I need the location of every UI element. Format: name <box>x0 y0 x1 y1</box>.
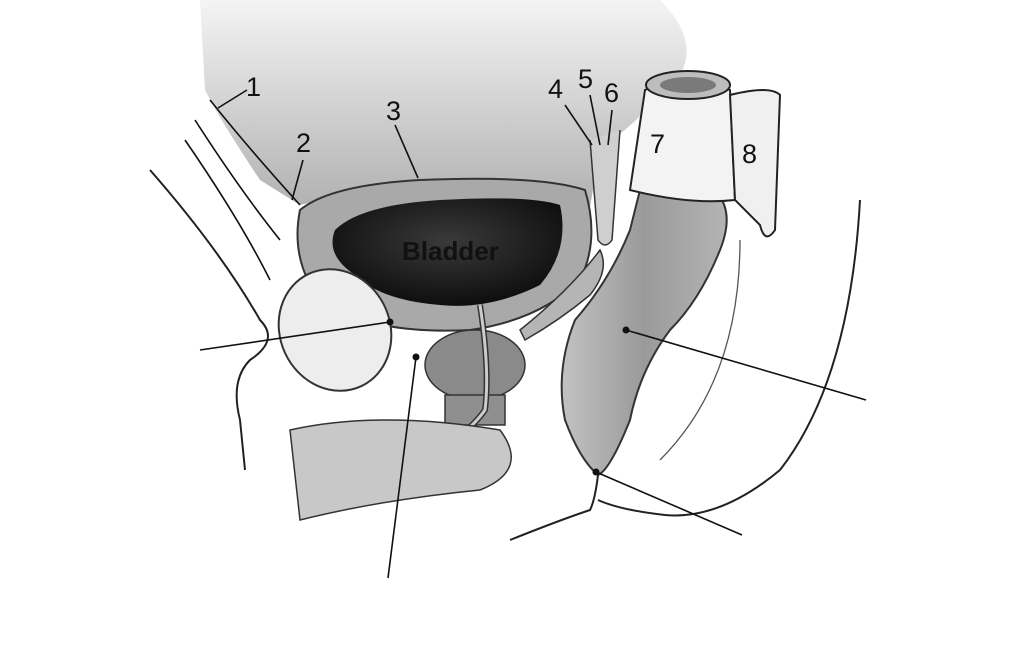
label-8: 8 <box>742 139 757 169</box>
mesentery-8 <box>728 89 782 238</box>
abdominal-wall <box>149 169 269 471</box>
label-7: 7 <box>650 129 665 159</box>
label-2: 2 <box>296 128 311 158</box>
abdominal-cavity <box>200 0 687 235</box>
label-3: 3 <box>386 96 401 126</box>
label-4: 4 <box>548 74 563 104</box>
prostate <box>424 329 526 401</box>
label-5: 5 <box>578 64 593 94</box>
label-1: 1 <box>246 72 261 102</box>
label-6: 6 <box>604 78 619 108</box>
seminal-vesicle <box>519 248 605 342</box>
leader-lines <box>199 89 867 579</box>
penis-bulb <box>289 419 512 521</box>
sacrum-outline <box>664 199 861 517</box>
bladder-lumen <box>332 198 563 306</box>
bladder-label: Bladder <box>402 236 499 266</box>
rectovesical-pouch <box>589 129 621 246</box>
anal-canal <box>509 474 666 541</box>
